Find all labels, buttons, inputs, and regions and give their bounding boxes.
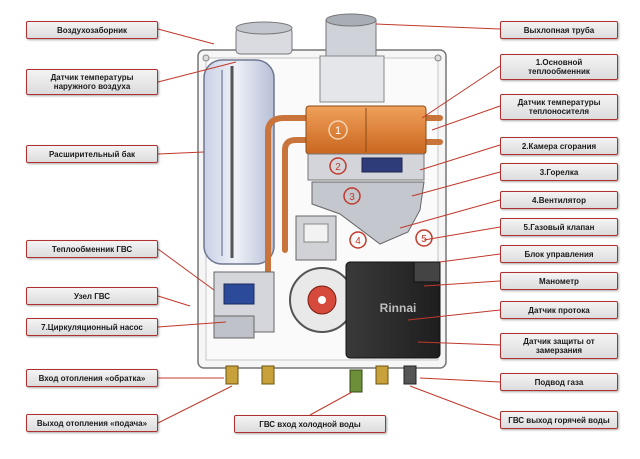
label-heating-supply: Выход отопления «подача» [26, 414, 158, 432]
label-heating-return: Вход отопления «обратка» [26, 369, 158, 387]
label-gas-inlet: Подвод газа [500, 373, 618, 391]
label-dhw-cold-in: ГВС вход холодной воды [234, 415, 386, 433]
leader-lines [157, 23, 501, 424]
label-pressure-gauge: Манометр [500, 272, 618, 290]
marker-4: 4 [355, 236, 361, 247]
label-gas-valve: 5.Газовый клапан [500, 218, 618, 236]
brand-logo: Rinnai [380, 301, 417, 315]
label-dhw-heat-exchanger: Теплообменник ГВС [26, 240, 158, 258]
burner-shape [311, 181, 425, 245]
label-coolant-temp-sensor: Датчик температуры теплоносителя [500, 94, 618, 120]
dhw-unit-shape [213, 271, 275, 339]
label-expansion-tank: Расширительный бак [26, 145, 158, 163]
expansion-tank-shape [203, 59, 275, 265]
label-fan: 4.Вентилятор [500, 191, 618, 209]
marker-1: 1 [335, 125, 341, 137]
label-main-heat-exchanger: 1.Основной теплообменник [500, 54, 618, 80]
exhaust-pipe-shape [319, 13, 385, 103]
air-intake-duct [235, 21, 293, 55]
label-outdoor-temp-sensor: Датчик температуры наружного воздуха [26, 69, 158, 95]
main-heat-exchanger-shape [305, 105, 427, 155]
label-dhw-hot-out: ГВС выход горячей воды [500, 411, 618, 429]
label-exhaust-pipe: Выхлопная труба [500, 21, 618, 39]
label-burner: 3.Горелка [500, 163, 618, 181]
marker-5: 5 [421, 234, 427, 245]
combustion-chamber-shape [307, 153, 425, 181]
fan-shape [289, 267, 355, 333]
label-circulation-pump: 7.Циркуляционный насос [26, 318, 158, 336]
label-freeze-sensor: Датчик защиты от замерзания [500, 333, 618, 359]
label-dhw-unit: Узел ГВС [26, 287, 158, 305]
bottom-fittings [225, 365, 417, 393]
gas-valve-shape [295, 215, 433, 261]
marker-3: 3 [349, 192, 355, 203]
label-air-intake: Воздухозаборник [26, 21, 158, 39]
marker-2: 2 [335, 162, 341, 173]
label-control-unit: Блок управления [500, 245, 618, 263]
control-unit-shape [345, 261, 441, 359]
label-combustion-chamber: 2.Камера сгорания [500, 137, 618, 155]
label-flow-sensor: Датчик протока [500, 301, 618, 319]
